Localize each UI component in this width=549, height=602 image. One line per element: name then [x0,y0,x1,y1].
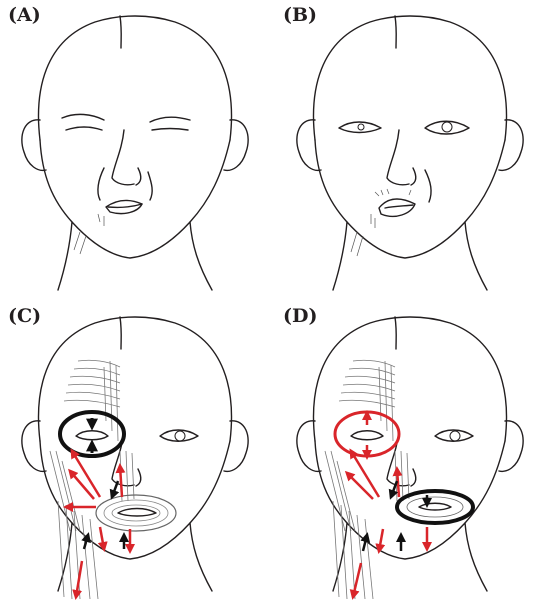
left-eye-closed [152,129,188,131]
panel-label: (B) [283,4,317,26]
muscle-diagram-c [0,301,274,602]
face-drawing-a [0,0,274,301]
panel-d: (D) [275,301,549,602]
muscle-diagram-d [275,301,549,602]
right-brow [62,114,104,120]
right-eye [339,122,381,133]
panel-b: (B) [275,0,549,301]
panel-c: (C) [0,301,274,602]
right-eye-closed [66,127,102,130]
orbicularis-oris-ring [397,491,473,523]
panel-label: (C) [8,305,41,327]
panel-a: (A) [0,0,274,301]
panel-label: (D) [283,305,317,327]
panel-label: (A) [8,4,41,26]
face-drawing-b [275,0,549,301]
left-brow [150,117,190,122]
